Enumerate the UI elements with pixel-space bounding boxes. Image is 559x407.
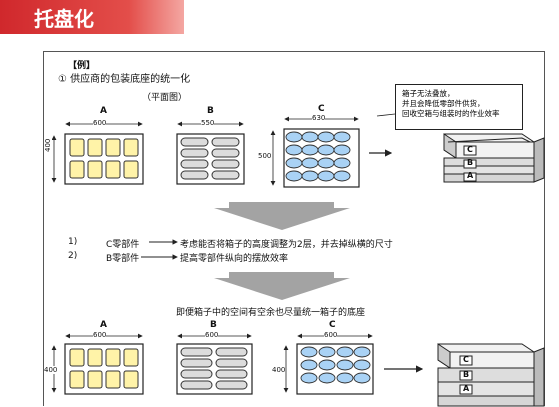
stack-bottom [437,343,545,407]
big-down-arrow-2 [214,272,350,300]
box-c-bottom [283,333,374,395]
box-c-bottom-height: 400 [272,366,286,374]
box-a-bottom-width: 600 [93,331,107,339]
step-1-part: C零部件 [106,240,140,250]
step-2-text: 提高零部件纵向的摆放效率 [180,254,289,264]
plan-label: （平面图） [142,93,188,103]
box-a-top-height: 400 [44,138,52,152]
page-title: 托盘化 [34,6,94,31]
step-1-num: 1) [68,237,78,247]
diagram-document: 【例】 ① 供应商的包装底座的统一化 （平面图） 箱子无法叠放， 并且会降低零部… [43,51,545,407]
section-title: ① 供应商的包装底座的统一化 [58,74,191,85]
stack-top-label-a: A [467,171,474,180]
step-1-text: 考虑能否将箱子的高度调整为2层，并去掉纵横的尺寸 [180,240,393,250]
box-a-bottom-height: 400 [44,366,58,374]
box-b-bottom-width: 600 [205,331,219,339]
stack-top-label-b: B [467,158,474,167]
diagram-graphics [51,113,545,407]
box-c-top-letter: C [318,104,325,114]
box-c-top-height: 500 [258,152,272,160]
problem-note: 箱子无法叠放， 并且会降低零部件供货， 回收空箱与组装时的作业效率 [395,84,523,130]
box-b-top [176,121,245,185]
box-c-top-width: 630 [312,114,326,122]
stack-top-label-c: C [467,145,473,154]
stack-bottom-label-c: C [463,355,469,364]
note-pointer [376,113,396,117]
box-b-bottom [176,333,253,395]
box-a-bottom-letter: A [100,320,107,330]
note-line: 并且会降低零部件供货， [402,99,485,108]
box-b-top-letter: B [207,106,214,116]
box-c-bottom-letter: C [329,320,336,330]
note-line: 箱子无法叠放， [402,89,455,98]
stack-bottom-label-a: A [463,384,470,393]
example-tag: 【例】 [68,61,96,71]
box-c-bottom-width: 600 [324,331,338,339]
stack-bottom-label-b: B [463,370,470,379]
step-2-num: 2) [68,251,78,261]
big-down-arrow-1 [214,202,350,230]
note-line: 回收空箱与组装时的作业效率 [402,109,500,118]
box-a-bottom [51,333,144,395]
box-b-top-width: 550 [201,119,215,127]
step-2-part: B零部件 [106,254,140,264]
stack-top [443,133,545,183]
box-b-bottom-letter: B [210,320,217,330]
summary-text: 即便箱子中的空间有空余也尽量统一箱子的底座 [176,308,366,318]
box-a-top [51,121,144,185]
box-a-top-letter: A [100,106,107,116]
box-a-top-width: 600 [93,119,107,127]
box-c-top [270,116,360,188]
page-header: 托盘化 [0,0,184,34]
